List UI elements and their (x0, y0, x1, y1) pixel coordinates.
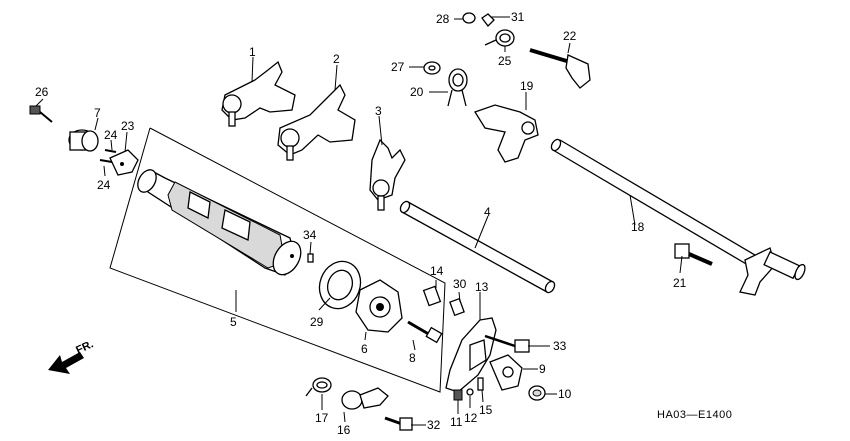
washer-27 (423, 61, 441, 75)
guide-plate (445, 317, 497, 393)
washer-28 (462, 12, 476, 24)
shift-fork-1 (221, 60, 296, 127)
callout-21: 21 (673, 276, 687, 290)
callout-18: 18 (631, 220, 645, 234)
callout-13: 13 (475, 280, 489, 294)
callout-24-lower: 24 (97, 178, 111, 192)
callout-20: 20 (410, 85, 424, 99)
callout-19: 19 (520, 79, 534, 93)
callout-31: 31 (511, 10, 525, 24)
callout-32: 32 (427, 418, 441, 432)
callout-14: 14 (430, 264, 444, 278)
callout-23: 23 (121, 119, 135, 133)
callout-1: 1 (249, 45, 256, 59)
bolt-8 (407, 320, 443, 344)
shift-arm (474, 104, 539, 163)
pin-plate (99, 149, 139, 176)
shift-fork-2 (277, 83, 356, 161)
callout-10: 10 (558, 387, 572, 401)
callout-29: 29 (310, 315, 324, 329)
bolt-32 (384, 416, 413, 431)
direction-label: FR. (74, 338, 95, 356)
spring-25 (484, 29, 515, 47)
spring-20 (447, 68, 468, 107)
bolt-26 (29, 105, 53, 123)
spring-17 (305, 377, 332, 397)
stopper-arm-16 (341, 387, 389, 410)
callout-26: 26 (35, 85, 49, 99)
callout-12: 12 (464, 411, 478, 425)
callout-5: 5 (230, 315, 237, 329)
washer-12 (466, 388, 474, 396)
drum-bearing (68, 129, 99, 152)
spindle-22 (529, 48, 591, 89)
callout-30: 30 (453, 277, 467, 291)
bolt-11 (453, 389, 463, 401)
callout-11: 11 (450, 415, 463, 429)
callout-16: 16 (337, 423, 351, 437)
assembly-outline (109, 127, 446, 393)
spring-31 (481, 13, 495, 27)
collar-30 (449, 297, 465, 317)
callout-15: 15 (479, 403, 493, 417)
shift-fork-shaft (399, 200, 556, 294)
pin-34 (307, 253, 314, 263)
callout-25: 25 (498, 54, 512, 68)
collar-14 (422, 285, 442, 307)
nut-10 (528, 385, 546, 401)
bearing-29 (318, 260, 362, 310)
gearshift-spindle (550, 138, 806, 296)
callout-8: 8 (409, 351, 416, 365)
callout-3: 3 (375, 104, 382, 118)
callout-17: 17 (315, 411, 329, 425)
leader-lines (35, 16, 683, 426)
diagram-code: HA03—E1400 (657, 409, 732, 421)
drum-center (355, 279, 403, 333)
shift-drum (137, 169, 302, 276)
callout-2: 2 (333, 52, 340, 66)
callout-7: 7 (94, 106, 101, 120)
stopper-arm (489, 354, 523, 391)
callout-labels: 1 2 3 4 5 6 7 8 9 10 11 12 13 14 15 16 1… (35, 10, 687, 437)
callout-27: 27 (391, 60, 405, 74)
callout-34: 34 (303, 228, 317, 242)
callout-4: 4 (484, 205, 491, 219)
front-direction-arrow: FR. (48, 338, 95, 374)
bolt-21 (674, 243, 713, 266)
callout-6: 6 (361, 342, 368, 356)
pin-15 (477, 377, 484, 391)
callout-24-upper: 24 (104, 128, 118, 142)
callout-28: 28 (436, 12, 450, 26)
shift-fork-3 (369, 138, 406, 211)
callout-33: 33 (553, 339, 567, 353)
bolt-33 (484, 334, 530, 353)
callout-22: 22 (563, 29, 577, 43)
callout-9: 9 (539, 362, 546, 376)
